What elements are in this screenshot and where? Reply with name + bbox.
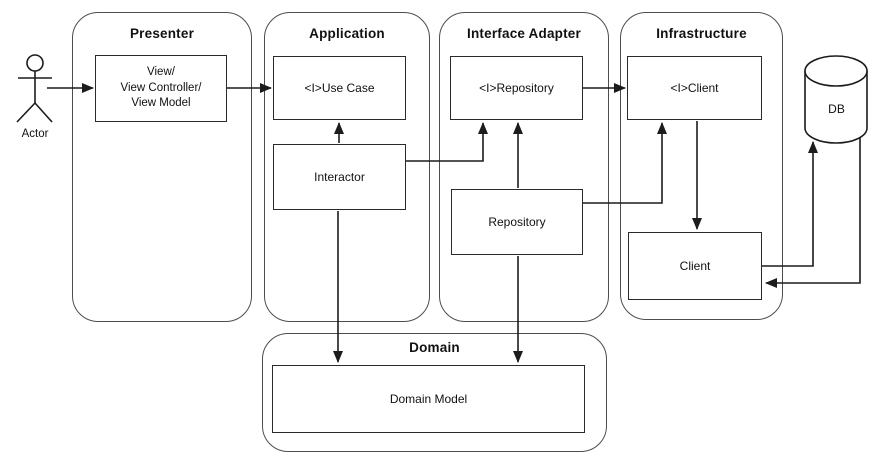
- node-use-case-label: <I>Use Case: [304, 80, 375, 95]
- db-label: DB: [828, 102, 845, 116]
- container-infrastructure-title: Infrastructure: [656, 26, 747, 41]
- container-domain-title: Domain: [409, 340, 460, 355]
- container-application-title: Application: [309, 26, 385, 41]
- container-domain: Domain: [262, 333, 607, 452]
- node-repository-label: Repository: [488, 214, 546, 229]
- node-use-case: <I>Use Case: [273, 56, 406, 120]
- node-view-label: View/ View Controller/ View Model: [120, 66, 202, 110]
- db-cylinder-top: [804, 55, 868, 87]
- container-application: Application: [264, 12, 430, 322]
- db-cylinder: [804, 55, 868, 144]
- edge-client-to-db: [762, 141, 818, 267]
- actor-legs: [16, 101, 53, 123]
- actor-label: Actor: [21, 128, 49, 140]
- node-domain-model: Domain Model: [272, 365, 585, 433]
- container-interface-adapter-title: Interface Adapter: [467, 26, 581, 41]
- container-infrastructure: Infrastructure: [620, 12, 783, 320]
- actor-figure: [16, 54, 53, 123]
- db-cylinder-body: [804, 71, 868, 144]
- node-client-label: Client: [679, 258, 711, 273]
- node-interface-repository: <I>Repository: [450, 56, 583, 120]
- node-view: View/ View Controller/ View Model: [95, 55, 227, 122]
- edge-repository-to-iclient: [583, 122, 667, 204]
- node-interactor: Interactor: [273, 144, 406, 210]
- node-domain-model-label: Domain Model: [389, 391, 468, 406]
- actor-head: [26, 54, 44, 72]
- edge-interactor-to-irepository: [406, 122, 488, 162]
- container-presenter-title: Presenter: [129, 26, 195, 41]
- node-client: Client: [628, 232, 762, 300]
- edge-db-to-client: [765, 137, 861, 288]
- node-repository: Repository: [451, 189, 583, 255]
- node-interactor-label: Interactor: [314, 169, 365, 184]
- node-interface-client: <I>Client: [627, 56, 762, 120]
- container-interface-adapter: Interface Adapter: [439, 12, 609, 322]
- node-interface-repository-label: <I>Repository: [479, 80, 554, 95]
- container-presenter: Presenter: [72, 12, 252, 322]
- node-interface-client-label: <I>Client: [670, 80, 719, 95]
